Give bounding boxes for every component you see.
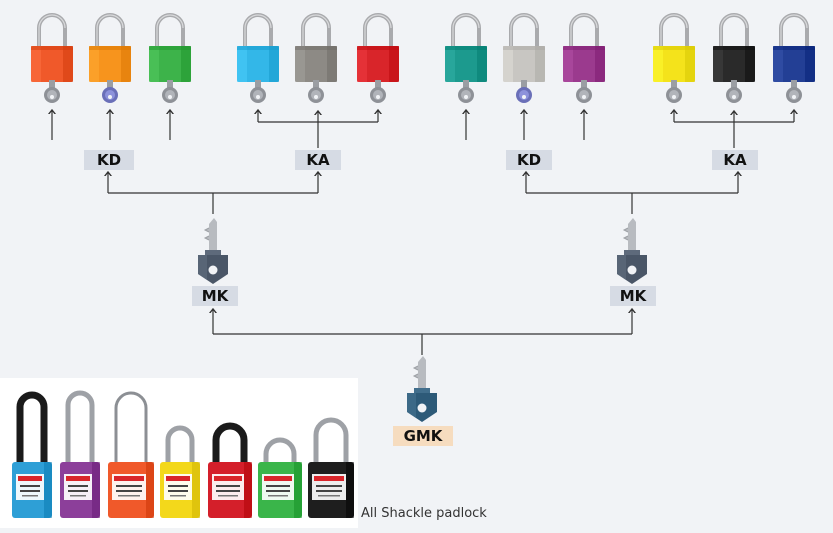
padlock-light-blue-icon (237, 13, 279, 103)
kd-right-label: KD (506, 150, 552, 170)
kd-left-label: KD (84, 150, 134, 170)
ka-right-label: KA (712, 150, 758, 170)
small-key-icon (102, 80, 118, 103)
small-key-icon (250, 80, 266, 103)
padlock-green-icon (149, 13, 191, 103)
small-key-icon (786, 80, 802, 103)
small-key-icon (726, 80, 742, 103)
small-key-icon (162, 80, 178, 103)
padlock-black-icon (713, 13, 755, 103)
mk-left-label: MK (192, 286, 238, 306)
bottom-padlock-black-icon (308, 417, 354, 518)
padlock-navy-icon (773, 13, 815, 103)
small-key-icon (576, 80, 592, 103)
bottom-padlock-blue-tall-icon (12, 391, 52, 518)
bottom-padlock-red-icon (208, 422, 252, 518)
key-icons (198, 218, 647, 422)
padlock-yellow-icon (653, 13, 695, 103)
mk-right-label: MK (610, 286, 656, 306)
small-key-icon (666, 80, 682, 103)
gmk-label: GMK (393, 426, 453, 446)
top-padlock-row (31, 13, 815, 103)
mk-right-key-icon (617, 218, 647, 284)
padlock-orange-icon (89, 13, 131, 103)
hierarchy-connectors (52, 110, 794, 355)
small-key-icon (516, 80, 532, 103)
small-key-icon (458, 80, 474, 103)
gmk-key-icon (407, 356, 437, 422)
small-key-icon (370, 80, 386, 103)
padlock-gray-icon (295, 13, 337, 103)
small-key-icon (44, 80, 60, 103)
padlock-teal-icon (445, 13, 487, 103)
padlock-red-icon (357, 13, 399, 103)
bottom-caption: All Shackle padlock (361, 506, 487, 521)
padlock-purple-icon (563, 13, 605, 103)
small-key-icon (308, 80, 324, 103)
padlock-orange-red-icon (31, 13, 73, 103)
padlock-silver-icon (503, 13, 545, 103)
bottom-padlock-purple-tall-icon (60, 390, 100, 518)
bottom-padlock-orange-cable-icon (108, 391, 154, 518)
bottom-padlock-product-photo (0, 378, 358, 528)
ka-left-label: KA (295, 150, 341, 170)
bottom-padlock-green-icon (258, 437, 302, 518)
mk-left-key-icon (198, 218, 228, 284)
bottom-padlock-yellow-icon (160, 425, 200, 518)
